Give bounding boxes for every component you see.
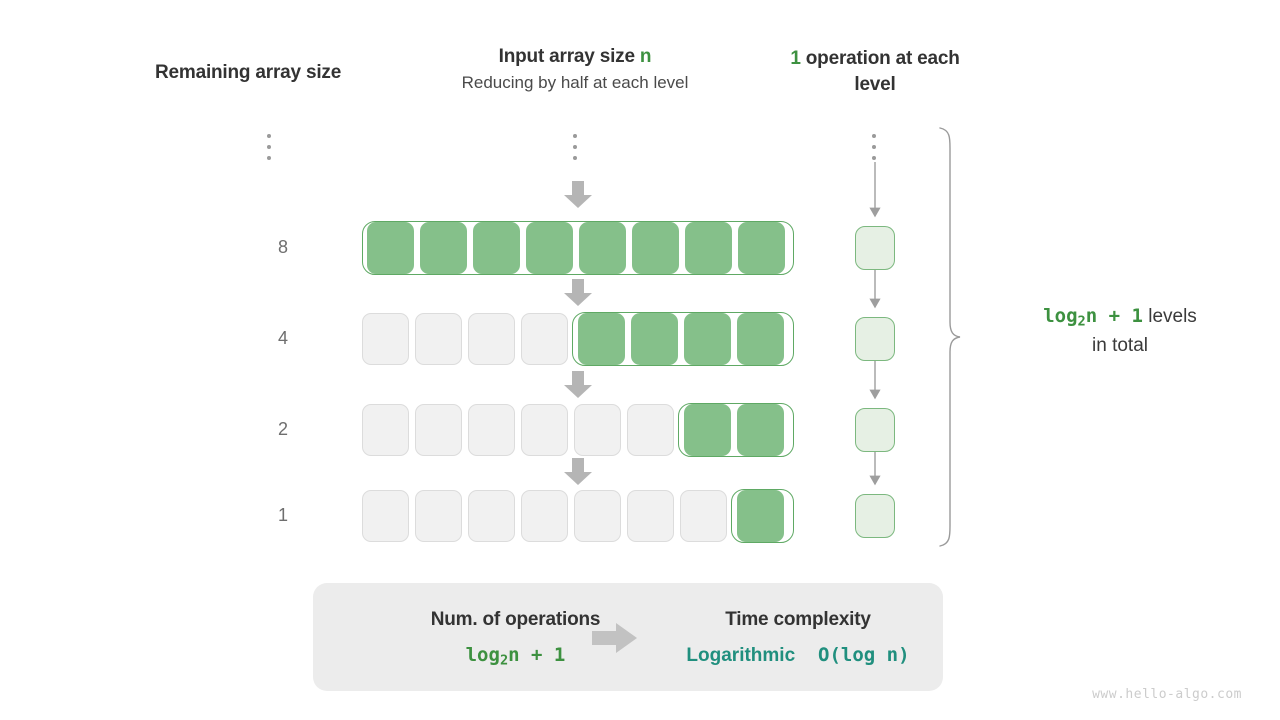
array-cell [627,490,674,542]
size-label-row-3: 1 [277,505,288,525]
summary-complexity-title: Time complexity [725,609,871,630]
operation-box [855,408,895,452]
summary-complexity-word: Logarithmic [686,645,796,666]
operation-box [855,317,895,361]
array-row-2 [362,403,794,457]
levels-total-label: log2n + 1 levels in total [975,303,1265,360]
down-arrow-icon [563,181,593,209]
dot [267,145,271,149]
dot [872,134,876,138]
array-cell [521,404,568,456]
header-operations-per-level: 1 operation at each level [790,46,960,97]
size-label-row-0: 8 [277,237,288,257]
highlight-outline-row-1 [572,312,794,366]
array-cell [468,313,515,365]
summary-complexity-value: Logarithmic O(log n) [668,644,928,667]
dot [267,134,271,138]
operation-box [855,494,895,538]
header-operations-text: operation at each level [800,48,960,95]
array-cell [420,222,467,274]
operation-column [830,160,930,550]
down-arrow-icon [563,371,593,399]
levels-formula: log2n + 1 [1043,305,1143,330]
levels-brace [936,126,966,553]
array-cell [574,404,621,456]
summary-complexity-notation: O(log n) [818,644,910,666]
array-cell [362,404,409,456]
dot [573,145,577,149]
array-row-0 [362,221,794,275]
highlight-outline-row-3 [731,489,794,543]
array-cell [680,490,727,542]
dot [872,145,876,149]
ellipsis-left [267,134,273,167]
highlight-outline-row-2 [678,403,794,457]
summary-complexity: Time complexity Logarithmic O(log n) [668,609,928,667]
array-cell [632,222,679,274]
array-cell [627,404,674,456]
header-input-array-size-text: Input array size [498,46,640,67]
watermark: www.hello-algo.com [1092,687,1242,702]
array-cell [468,404,515,456]
size-label-row-2: 2 [277,419,288,439]
ellipsis-right [872,134,878,167]
levels-text-line1: levels [1142,306,1197,327]
down-arrow-icon [563,458,593,486]
array-cell [521,313,568,365]
header-input-array-size-accent: n [639,46,652,67]
array-cell [579,222,626,274]
array-cell [684,404,731,456]
header-input-array-size: Input array size n Reducing by half at e… [395,46,755,93]
dot [872,156,876,160]
array-cell [415,313,462,365]
array-cell [473,222,520,274]
header-operations-accent: 1 [790,48,801,69]
array-cell [415,404,462,456]
header-remaining-array-size: Remaining array size [155,62,342,83]
array-cell [362,490,409,542]
array-row-1 [362,312,794,366]
array-cell [578,313,625,365]
levels-text-line2: in total [1092,335,1148,357]
header-input-array-subtitle: Reducing by half at each level [461,73,689,92]
operation-box [855,226,895,270]
dot [267,156,271,160]
array-cell [526,222,573,274]
array-cell [468,490,515,542]
right-arrow-icon [592,622,638,654]
array-cell [574,490,621,542]
array-cell [737,313,784,365]
array-cell [415,490,462,542]
array-cell [738,222,785,274]
array-cell [367,222,414,274]
size-label-row-1: 4 [277,328,288,348]
highlight-outline-row-0 [362,221,794,275]
array-cell [737,490,784,542]
array-cell [362,313,409,365]
array-cell [685,222,732,274]
summary-operations-value: log2n + 1 [465,644,566,669]
array-cell [521,490,568,542]
summary-operations-title: Num. of operations [430,609,601,630]
array-cell [631,313,678,365]
array-row-3 [362,489,794,543]
ellipsis-middle [573,134,579,167]
summary-operations: Num. of operations log2n + 1 [343,609,688,668]
array-cell [737,404,784,456]
array-cell [684,313,731,365]
dot [573,156,577,160]
down-arrow-icon [563,279,593,307]
dot [573,134,577,138]
